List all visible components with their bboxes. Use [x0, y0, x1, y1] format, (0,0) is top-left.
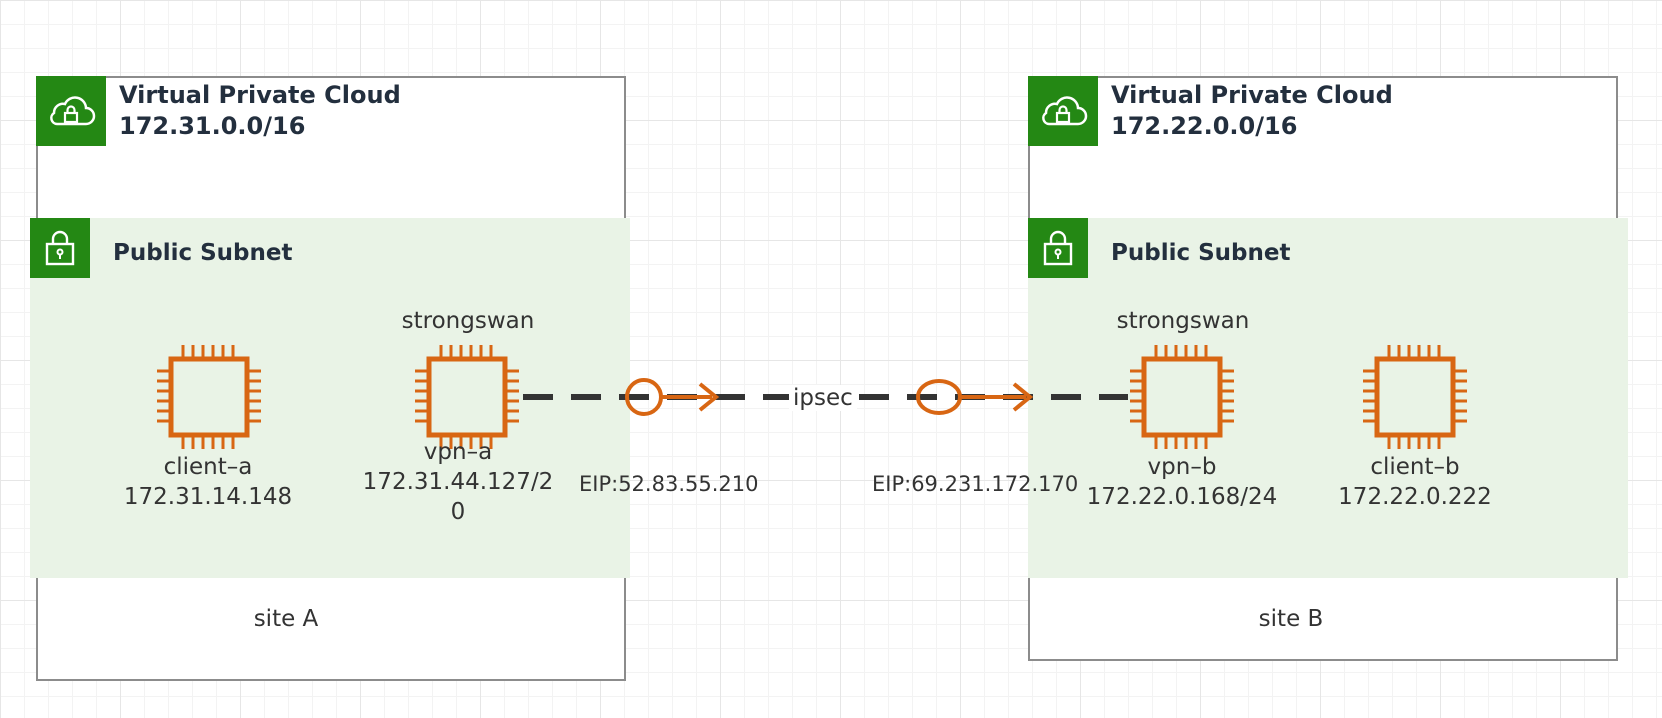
vpn-b-eip: EIP:69.231.172.170	[872, 472, 1079, 496]
vpn-b-ec2-chip-icon	[1128, 343, 1236, 451]
vpn-a-name: vpn–a	[423, 439, 493, 465]
ipsec-label: ipsec	[789, 385, 857, 411]
vpn-a-eip: EIP:52.83.55.210	[579, 472, 759, 496]
subnet-padlock-icon-site-a	[30, 218, 90, 278]
vpc-name-site-a: Virtual Private Cloud	[119, 81, 401, 109]
vpn-a-ec2-chip-icon	[413, 343, 521, 451]
vpn-a-ip-line2: 0	[450, 499, 466, 525]
client-b-ec2-chip-icon	[1361, 343, 1469, 451]
site-a-label: site A	[253, 606, 319, 632]
vpc-cloud-icon-site-b	[1028, 76, 1098, 146]
client-b-ip: 172.22.0.222	[1338, 484, 1492, 510]
client-b-name: client–b	[1370, 454, 1460, 480]
subnet-title-site-a: Public Subnet	[113, 240, 293, 266]
vpn-a-role-label: strongswan	[401, 308, 535, 334]
vpc-title-site-a: Virtual Private Cloud 172.31.0.0/16	[119, 80, 401, 142]
vpc-cidr-site-a: 172.31.0.0/16	[119, 112, 306, 140]
vpn-b-role-label: strongswan	[1116, 308, 1250, 334]
vpc-title-site-b: Virtual Private Cloud 172.22.0.0/16	[1111, 80, 1393, 142]
client-b-label: client–b 172.22.0.222	[1315, 452, 1515, 512]
site-b-label: site B	[1258, 606, 1324, 632]
vpn-a-ip-line1: 172.31.44.127/2	[362, 469, 554, 495]
vpn-a-endpoint-marker	[625, 378, 720, 416]
client-a-name: client–a	[163, 454, 253, 480]
vpn-b-label: vpn–b 172.22.0.168/24	[1082, 452, 1282, 512]
vpn-b-name: vpn–b	[1147, 454, 1217, 480]
subnet-padlock-icon-site-b	[1028, 218, 1088, 278]
subnet-title-site-b: Public Subnet	[1111, 240, 1291, 266]
vpc-cloud-icon-site-a	[36, 76, 106, 146]
client-a-label: client–a 172.31.14.148	[108, 452, 308, 512]
vpn-a-label: vpn–a 172.31.44.127/2 0	[358, 437, 558, 527]
vpn-b-ip: 172.22.0.168/24	[1086, 484, 1278, 510]
vpc-cidr-site-b: 172.22.0.0/16	[1111, 112, 1298, 140]
client-a-ec2-chip-icon	[155, 343, 263, 451]
vpn-b-endpoint-marker	[916, 379, 1034, 415]
client-a-ip: 172.31.14.148	[123, 484, 293, 510]
vpc-name-site-b: Virtual Private Cloud	[1111, 81, 1393, 109]
